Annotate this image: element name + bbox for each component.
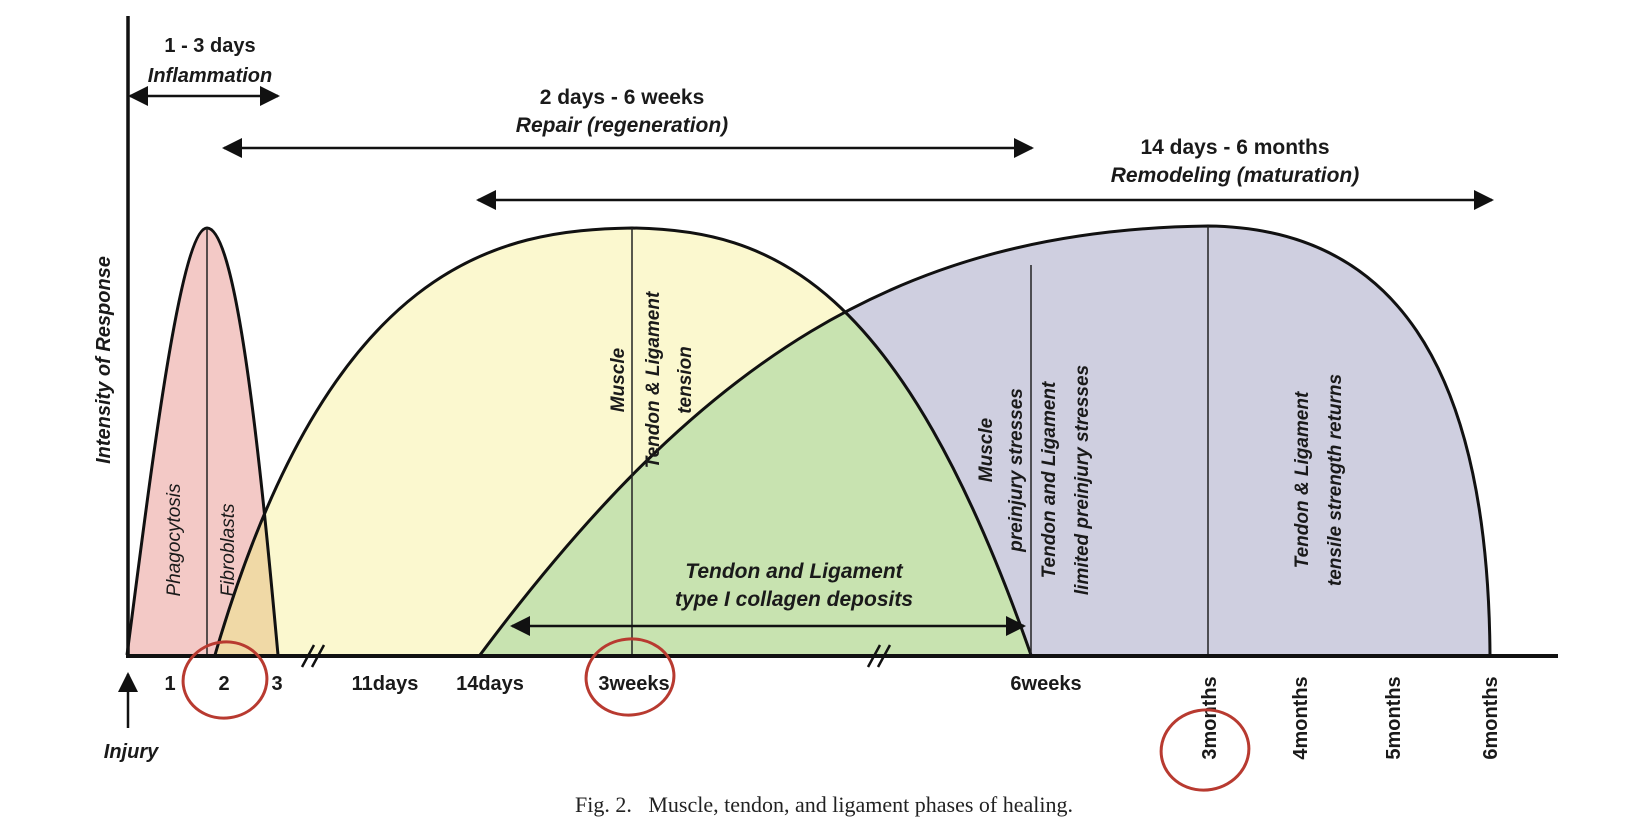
remodel-muscle-label: Muscle xyxy=(976,417,997,482)
collagen-label-2: type I collagen deposits xyxy=(675,588,913,611)
phagocytosis-label: Phagocytosis xyxy=(164,483,185,597)
tick-label-3weeks: 3weeks xyxy=(598,673,669,695)
inflammation-phase-area xyxy=(127,228,278,655)
y-axis-label: Intensity of Response xyxy=(93,256,115,464)
injury-label: Injury xyxy=(104,741,159,763)
inflammation-duration: 1 - 3 days xyxy=(164,35,255,57)
annotation-circle-3months xyxy=(1159,708,1251,792)
figure-caption: Fig. 2. Muscle, tendon, and ligament pha… xyxy=(575,792,1073,817)
remodeling-duration: 14 days - 6 months xyxy=(1140,136,1329,159)
phase-dividers xyxy=(206,226,1209,655)
tick-label-5months: 5months xyxy=(1383,676,1405,759)
tick-label-6months: 6months xyxy=(1480,676,1502,759)
annotation-circle-3weeks xyxy=(584,637,676,717)
repair-tendon-label: Tendon & Ligament xyxy=(643,291,664,468)
remodel-tensile-tendon-label: Tendon & Ligament xyxy=(1292,391,1313,568)
remodel-limited-label: limited preinjury stresses xyxy=(1072,365,1093,595)
annotation-circles xyxy=(181,637,1251,792)
tick-label-6weeks: 6weeks xyxy=(1010,673,1081,695)
tick-label-11days: 11days xyxy=(352,673,419,695)
remodel-tensile-label: tensile strength returns xyxy=(1325,374,1346,586)
axis-break-marks xyxy=(300,644,892,668)
remodel-tendon-label: Tendon and Ligament xyxy=(1039,381,1060,578)
tick-label-3: 3 xyxy=(271,673,282,695)
tick-label-14days: 14days xyxy=(456,673,524,695)
tick-label-4months: 4months xyxy=(1290,676,1312,759)
repair-tension-label: tension xyxy=(675,346,696,414)
tick-label-2: 2 xyxy=(218,673,229,695)
remodel-preinjury-label: preinjury stresses xyxy=(1006,388,1027,553)
tick-label-1: 1 xyxy=(164,673,175,695)
repair-muscle-label: Muscle xyxy=(608,347,629,412)
repair-name: Repair (regeneration) xyxy=(516,114,728,137)
inflammation-name: Inflammation xyxy=(148,65,272,87)
remodeling-name: Remodeling (maturation) xyxy=(1111,164,1360,187)
tick-label-3months: 3months xyxy=(1199,676,1221,759)
annotation-circle-day2 xyxy=(181,640,269,720)
collagen-label-1: Tendon and Ligament xyxy=(685,560,903,583)
repair-duration: 2 days - 6 weeks xyxy=(540,86,705,109)
fibroblasts-label: Fibroblasts xyxy=(218,503,239,596)
